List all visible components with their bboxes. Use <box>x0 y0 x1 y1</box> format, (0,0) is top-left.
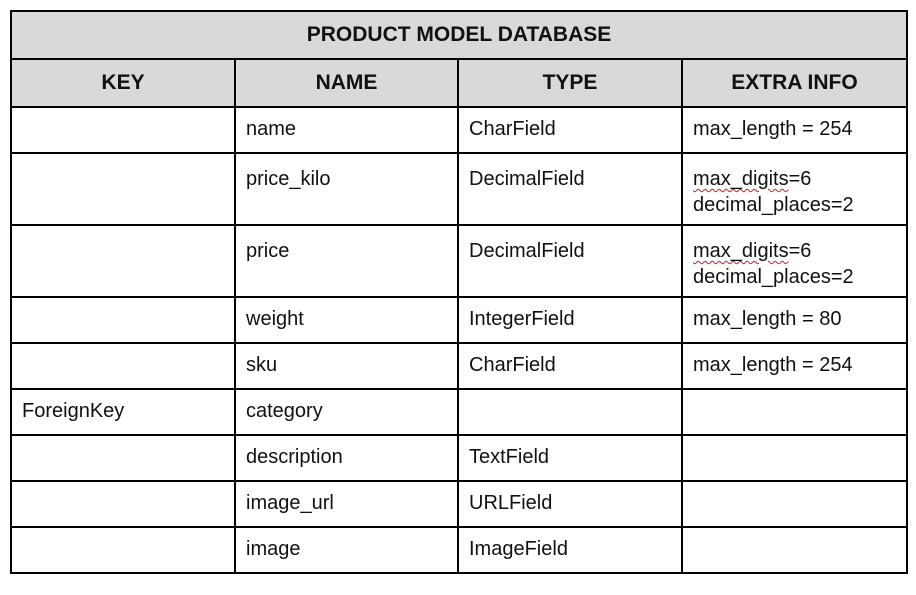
cell-type: DecimalField <box>457 152 683 226</box>
table-row: ForeignKey category <box>10 388 908 436</box>
cell-key <box>10 296 236 344</box>
cell-type: CharField <box>457 106 683 154</box>
cell-name: image <box>234 526 459 574</box>
spellcheck-underline[interactable]: max_digits <box>693 168 789 190</box>
table-row: description TextField <box>10 434 908 482</box>
cell-name: image_url <box>234 480 459 528</box>
cell-type <box>457 388 683 436</box>
table-row: sku CharField max_length = 254 <box>10 342 908 390</box>
cell-extra-info: max_digits=6 decimal_places=2 <box>681 224 908 298</box>
extra-info-line: max_length = 80 <box>693 308 842 330</box>
spellcheck-underline[interactable]: max_digits <box>693 240 789 262</box>
extra-info-line: max_digits=6 <box>693 238 896 264</box>
table-header-row: KEY NAME TYPE EXTRA INFO <box>10 58 908 108</box>
cell-name: price_kilo <box>234 152 459 226</box>
cell-extra-info: max_length = 254 <box>681 106 908 154</box>
cell-key <box>10 434 236 482</box>
cell-key <box>10 224 236 298</box>
cell-key <box>10 152 236 226</box>
cell-type: CharField <box>457 342 683 390</box>
extra-info-line: max_length = 254 <box>693 118 853 140</box>
cell-name: name <box>234 106 459 154</box>
table-row: image_url URLField <box>10 480 908 528</box>
extra-info-value: =6 <box>788 240 812 262</box>
table-row: price_kilo DecimalField max_digits=6 dec… <box>10 152 908 226</box>
cell-key <box>10 480 236 528</box>
cell-name: description <box>234 434 459 482</box>
extra-info-value: =6 <box>788 168 812 190</box>
cell-name: category <box>234 388 459 436</box>
column-header-key: KEY <box>10 58 236 108</box>
column-header-name: NAME <box>234 58 459 108</box>
cell-extra-info <box>681 434 908 482</box>
cell-name: weight <box>234 296 459 344</box>
cell-key <box>10 526 236 574</box>
cell-type: DecimalField <box>457 224 683 298</box>
cell-key <box>10 106 236 154</box>
cell-key: ForeignKey <box>10 388 236 436</box>
cell-extra-info: max_length = 254 <box>681 342 908 390</box>
cell-type: TextField <box>457 434 683 482</box>
cell-key <box>10 342 236 390</box>
extra-info-line: decimal_places=2 <box>693 266 854 288</box>
cell-name: price <box>234 224 459 298</box>
extra-info-line: max_digits=6 <box>693 166 896 192</box>
cell-extra-info <box>681 526 908 574</box>
table-title: PRODUCT MODEL DATABASE <box>10 10 908 60</box>
extra-info-line: max_length = 254 <box>693 354 853 376</box>
cell-extra-info <box>681 480 908 528</box>
cell-extra-info: max_length = 80 <box>681 296 908 344</box>
cell-type: ImageField <box>457 526 683 574</box>
table-row: weight IntegerField max_length = 80 <box>10 296 908 344</box>
cell-name: sku <box>234 342 459 390</box>
cell-type: IntegerField <box>457 296 683 344</box>
cell-extra-info: max_digits=6 decimal_places=2 <box>681 152 908 226</box>
document-page: PRODUCT MODEL DATABASE KEY NAME TYPE EXT… <box>10 10 908 574</box>
table-row: price DecimalField max_digits=6 decimal_… <box>10 224 908 298</box>
column-header-extra-info: EXTRA INFO <box>681 58 908 108</box>
table-row: image ImageField <box>10 526 908 574</box>
extra-info-line: decimal_places=2 <box>693 194 854 216</box>
table-title-row: PRODUCT MODEL DATABASE <box>10 10 908 60</box>
cell-extra-info <box>681 388 908 436</box>
column-header-type: TYPE <box>457 58 683 108</box>
cell-type: URLField <box>457 480 683 528</box>
table-row: name CharField max_length = 254 <box>10 106 908 154</box>
product-model-table: PRODUCT MODEL DATABASE KEY NAME TYPE EXT… <box>10 10 908 574</box>
